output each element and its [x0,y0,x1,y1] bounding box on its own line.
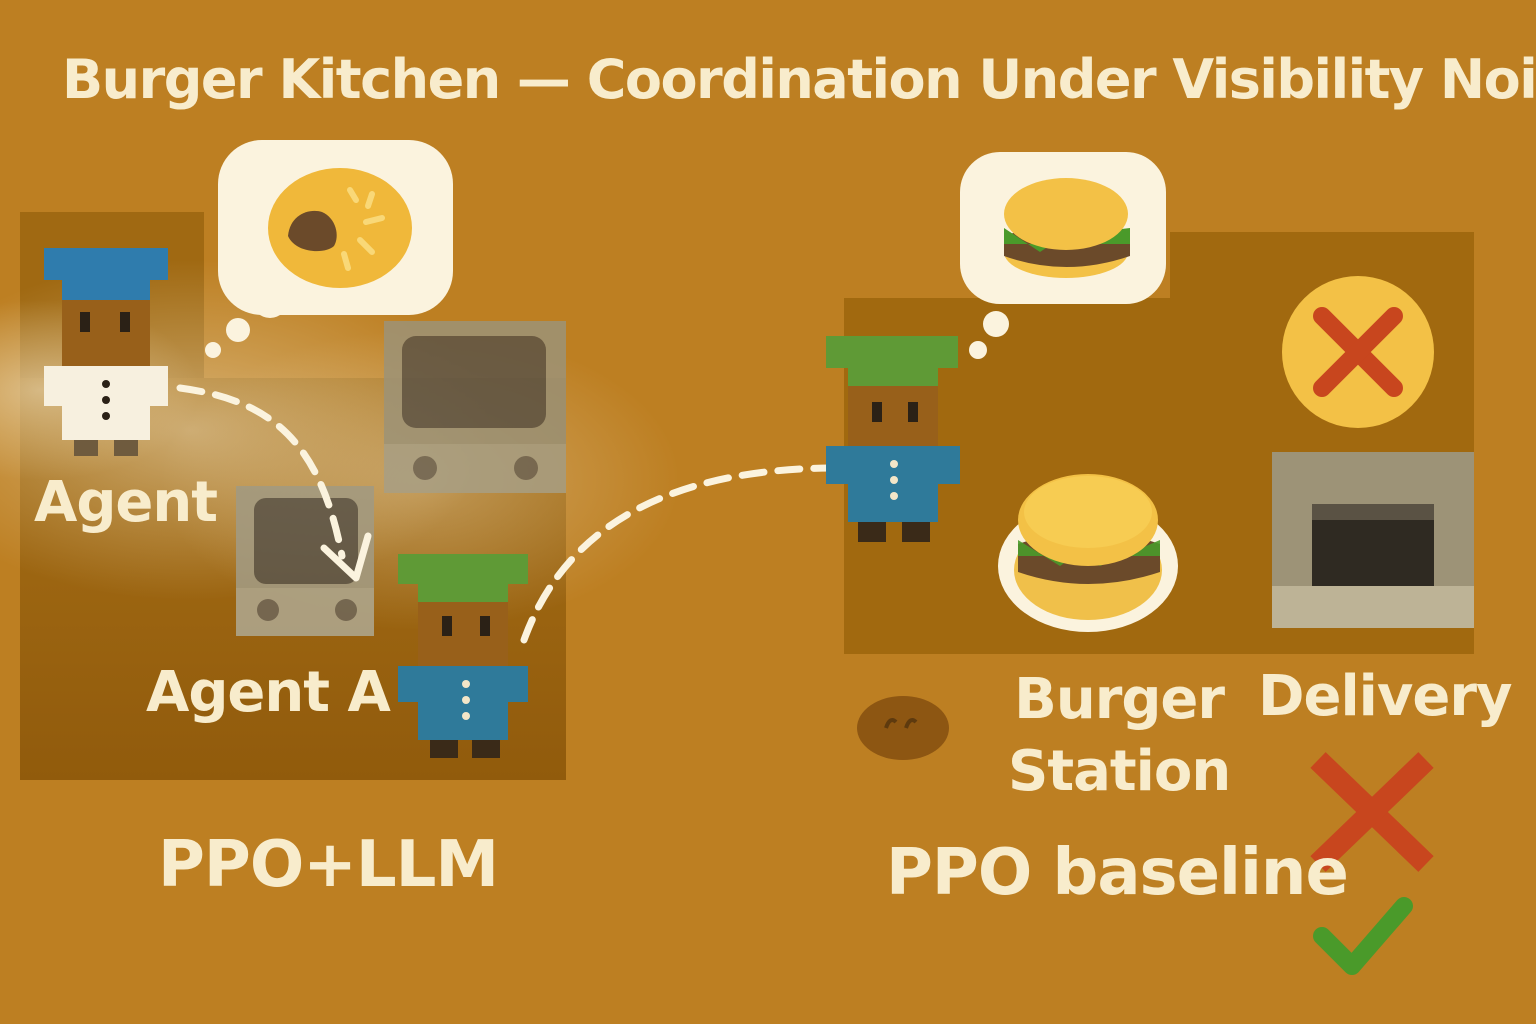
agent-path-arrow [176,384,346,560]
delivery-label: Delivery [1258,664,1512,729]
ppo-llm-label: PPO+LLM [158,828,499,902]
burger-station-plate [998,474,1178,632]
burger-station-label: Burger Station [1008,664,1231,808]
delivery-status-x-icon [1282,276,1434,428]
burger-station-label-line1: Burger [1014,667,1225,732]
page-title: Burger Kitchen — Coordination Under Visi… [62,48,1536,111]
agent-a-path [520,464,834,644]
agent-label: Agent [34,470,218,535]
agent-character [44,248,168,456]
agent-a-label: Agent A [146,660,391,725]
agent-a-character [398,554,528,758]
stove-front [236,486,374,636]
stove-back [384,321,566,493]
ppo-baseline-label: PPO baseline [886,836,1349,910]
patty-spot [857,696,949,760]
result-check-icon [1313,897,1413,975]
burger-station-label-line2: Station [1008,739,1231,804]
delivery-counter [1272,452,1474,628]
cooked-patty-icon [268,168,412,288]
baseline-agent-character [826,336,960,542]
burger-icon [1004,178,1130,278]
agent-arrow-head [320,532,372,582]
result-x-icon [1310,752,1434,872]
